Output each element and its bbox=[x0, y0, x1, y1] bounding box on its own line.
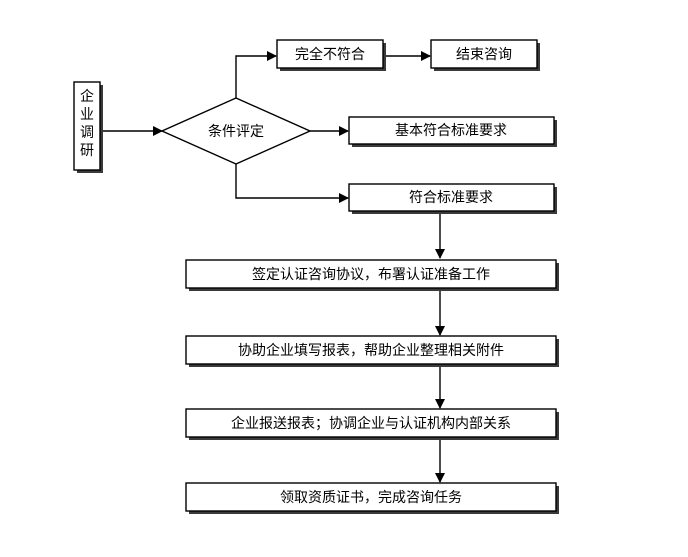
basic-conform-label: 基本符合标准要求 bbox=[395, 122, 507, 138]
conform-box: 符合标准要求 bbox=[348, 183, 557, 214]
evaluation-diamond: 条件评定 bbox=[160, 97, 312, 165]
survey-label: 企业调研 bbox=[80, 88, 94, 158]
step4-box: 领取资质证书，完成咨询任务 bbox=[185, 482, 559, 514]
step3-label: 企业报送报表；协调企业与认证机构内部关系 bbox=[231, 415, 511, 432]
step2-label: 协助企业填写报表，帮助企业整理相关附件 bbox=[238, 342, 504, 358]
not-conform-box: 完全不符合 bbox=[276, 39, 386, 71]
evaluation-label: 条件评定 bbox=[208, 123, 264, 139]
step1-box: 签定认证咨询协议，布署认证准备工作 bbox=[185, 259, 559, 291]
basic-conform-box: 基本符合标准要求 bbox=[348, 116, 557, 147]
end-consult-label: 结束咨询 bbox=[456, 46, 512, 62]
arrow-to-conform bbox=[235, 164, 349, 203]
step4-label: 领取资质证书，完成咨询任务 bbox=[280, 489, 462, 505]
step1-label: 签定认证咨询协议，布署认证准备工作 bbox=[252, 266, 490, 282]
arrow-to-not-conform bbox=[235, 51, 277, 98]
step3-box: 企业报送报表；协调企业与认证机构内部关系 bbox=[185, 408, 559, 440]
end-consult-box: 结束咨询 bbox=[430, 39, 540, 71]
not-conform-label: 完全不符合 bbox=[295, 46, 365, 62]
conform-label: 符合标准要求 bbox=[409, 189, 493, 205]
survey-box: 企业调研 bbox=[73, 81, 103, 173]
step2-box: 协助企业填写报表，帮助企业整理相关附件 bbox=[185, 335, 559, 367]
